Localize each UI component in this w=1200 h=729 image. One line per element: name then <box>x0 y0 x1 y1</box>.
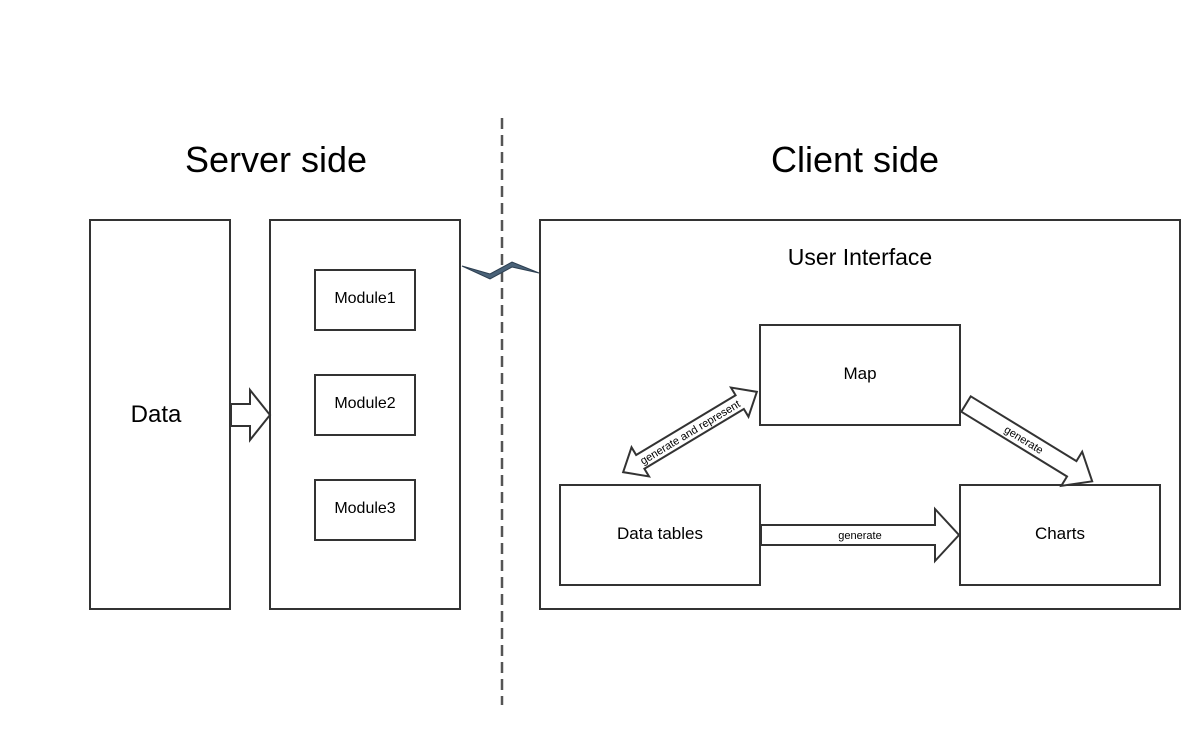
module1-box <box>314 269 416 331</box>
data-label: Data <box>130 401 182 428</box>
charts-label: Charts <box>1034 524 1086 543</box>
data-tables-box <box>559 484 761 586</box>
server-side-heading: Server side <box>184 139 368 180</box>
user-interface-title: User Interface <box>787 243 933 270</box>
module2-label: Module2 <box>334 395 396 412</box>
data-to-modules-arrow <box>230 387 272 443</box>
module2-box <box>314 374 416 436</box>
module1-label: Module1 <box>334 290 396 307</box>
module3-label: Module3 <box>334 500 396 517</box>
network-connector-icon <box>461 261 540 280</box>
map-to-charts-arrow <box>959 394 1094 488</box>
tables-map-bidirectional-arrow <box>621 386 759 478</box>
map-box <box>759 324 961 426</box>
tables-to-charts-arrow <box>760 506 961 564</box>
data-tables-label: Data tables <box>617 524 703 543</box>
map-label: Map <box>843 364 877 383</box>
tables-map-arrow-label: generate and represent <box>638 398 742 467</box>
charts-box <box>959 484 1161 586</box>
tables-to-charts-arrow-label: generate <box>838 530 881 542</box>
module3-box <box>314 479 416 541</box>
data-box <box>89 219 231 610</box>
client-side-heading: Client side <box>770 139 940 180</box>
